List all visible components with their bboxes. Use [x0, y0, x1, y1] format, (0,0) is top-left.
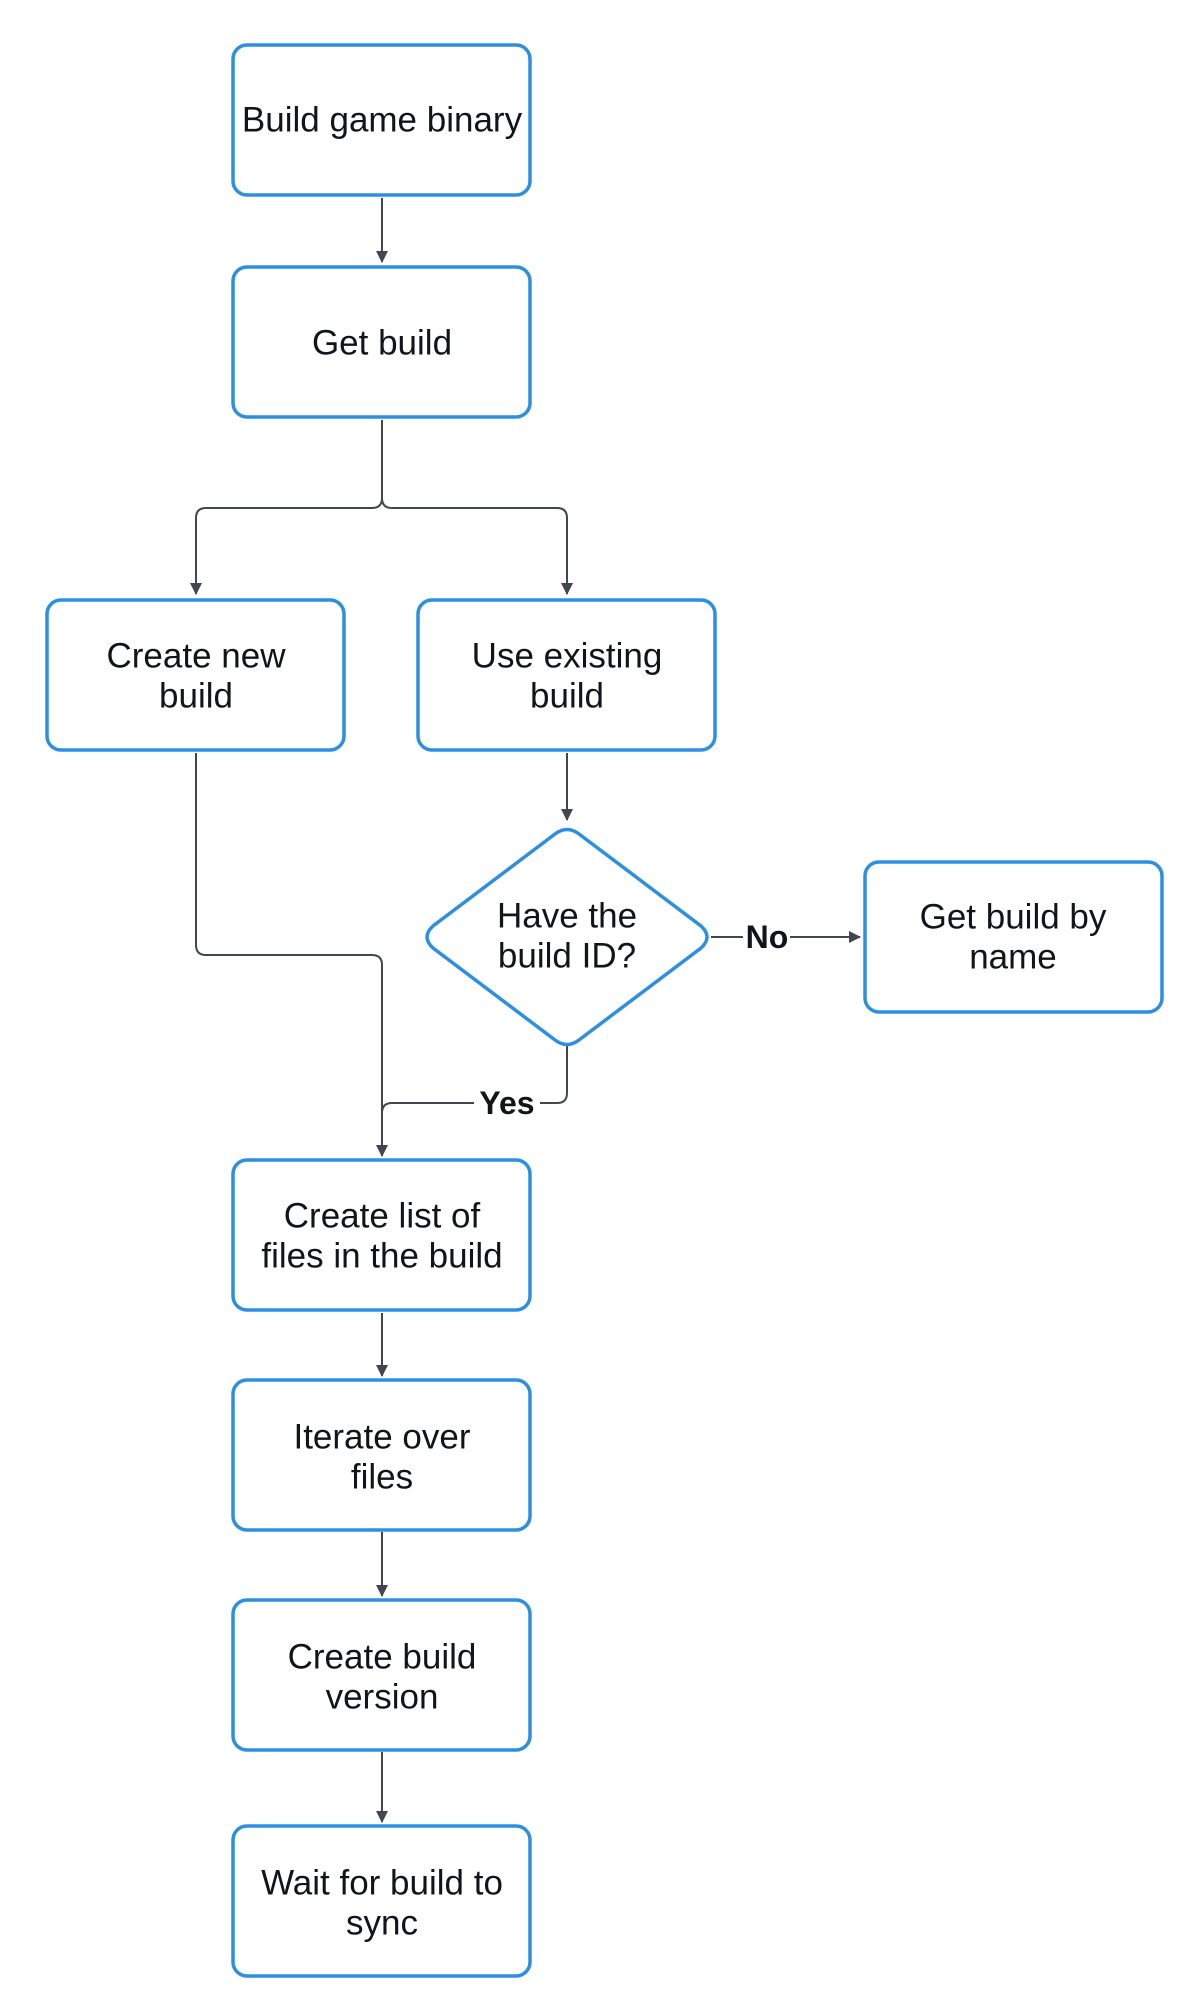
- node-label-line-2: build: [530, 677, 604, 716]
- node-use-existing-build: Use existing build: [416, 598, 717, 752]
- node-have-build-id-decision: Have the build ID?: [425, 827, 709, 1047]
- node-label-line-2: files: [351, 1458, 413, 1497]
- decision-diamond: [425, 827, 709, 1047]
- node-label-line-1: Build game binary: [242, 101, 523, 140]
- edge-create-new-to-merge: [195, 753, 388, 1157]
- node-box: [231, 1158, 532, 1312]
- node-label-line-2: sync: [346, 1904, 418, 1943]
- node-label-line-1: Create build: [288, 1638, 477, 1677]
- node-create-build-version: Create build version: [231, 1598, 532, 1752]
- node-label-line-1: Use existing: [472, 637, 663, 676]
- node-label-line-1: Iterate over: [293, 1418, 470, 1457]
- edge-get-build-to-use-existing: [381, 497, 573, 595]
- node-create-list-of-files: Create list of files in the build: [231, 1158, 532, 1312]
- node-box: [231, 1824, 532, 1978]
- node-label-line-1: Get build by: [920, 898, 1107, 937]
- node-box: [231, 43, 532, 197]
- node-build-game-binary: Build game binary: [231, 43, 532, 197]
- node-label-line-1: Have the: [497, 897, 637, 936]
- node-label-line-1: Wait for build to: [261, 1864, 503, 1903]
- node-box: [231, 1378, 532, 1532]
- node-label-line-1: Create list of: [284, 1197, 481, 1236]
- node-label-line-1: Create new: [107, 637, 287, 676]
- edge-decision-to-merge-yes: [540, 1045, 568, 1104]
- node-label-line-1: Get build: [312, 324, 452, 363]
- edge-get-build-to-create-new: [190, 420, 383, 595]
- node-box: [231, 265, 532, 419]
- connectors: [190, 198, 861, 1823]
- node-box: [45, 598, 346, 752]
- node-box: [863, 860, 1164, 1014]
- edge-label-yes: Yes: [479, 1085, 534, 1121]
- node-label-line-2: version: [326, 1678, 439, 1717]
- node-label-line-2: name: [969, 938, 1057, 977]
- node-wait-for-build-sync: Wait for build to sync: [231, 1824, 532, 1978]
- node-create-new-build: Create new build: [45, 598, 346, 752]
- node-label-line-2: files in the build: [261, 1237, 502, 1276]
- edge-label-no: No: [746, 919, 789, 955]
- node-label-line-2: build ID?: [498, 937, 636, 976]
- node-label-line-2: build: [159, 677, 233, 716]
- node-get-build-by-name: Get build by name: [863, 860, 1164, 1014]
- node-iterate-over-files: Iterate over files: [231, 1378, 532, 1532]
- node-box: [231, 1598, 532, 1752]
- edge-decision-to-merge-yes-2: [381, 1102, 474, 1114]
- node-get-build: Get build: [231, 265, 532, 419]
- node-box: [416, 598, 717, 752]
